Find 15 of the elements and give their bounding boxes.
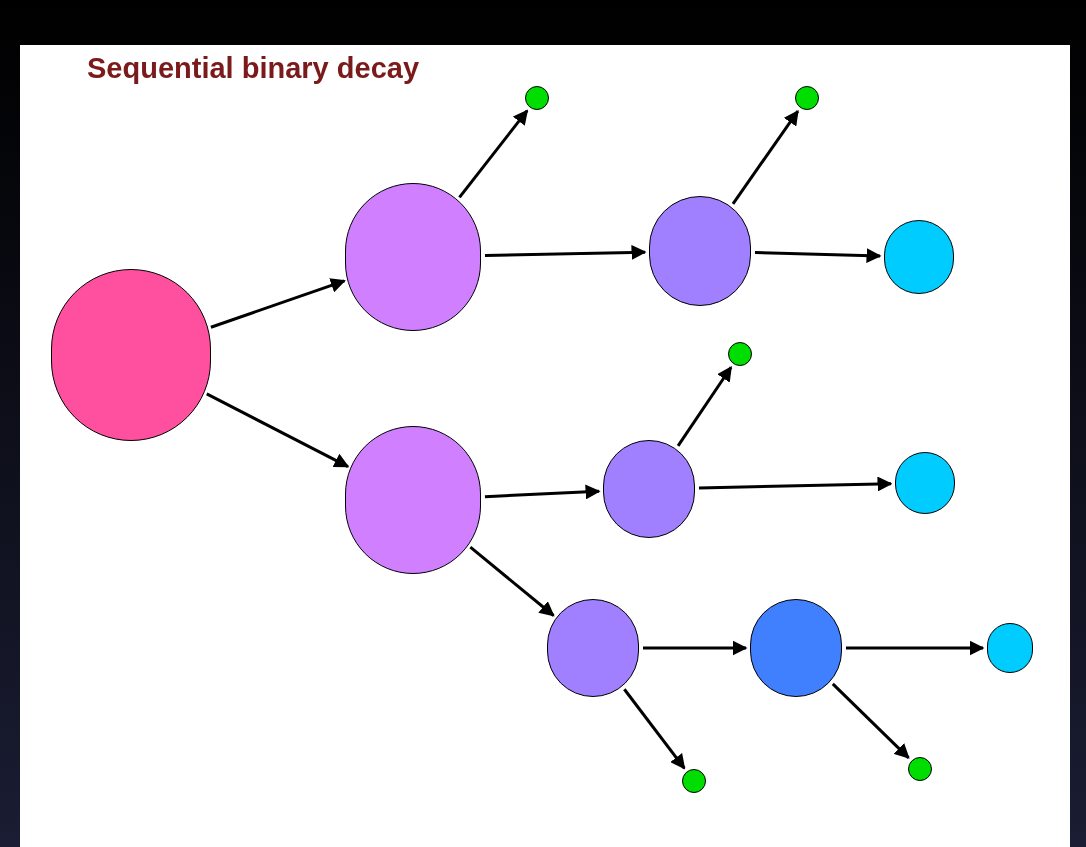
arrow (698, 476, 893, 492)
arrow (458, 109, 529, 199)
arrow (623, 688, 686, 770)
arrow (676, 366, 733, 447)
title: Sequential binary decay (87, 51, 419, 86)
arrow (484, 484, 601, 500)
arrow (484, 244, 647, 260)
arrow (731, 109, 800, 205)
arrow (210, 278, 346, 329)
arrow (469, 546, 555, 617)
arrow (846, 640, 985, 656)
arrow (206, 392, 350, 468)
arrow (643, 640, 748, 656)
arrow (831, 682, 910, 759)
arrow (754, 248, 882, 264)
